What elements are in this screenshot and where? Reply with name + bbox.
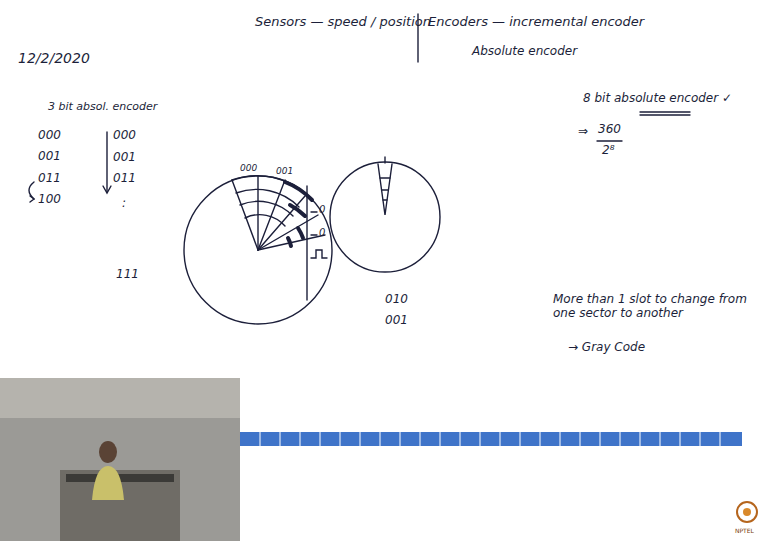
code-value: 011 — [38, 171, 61, 185]
formula-value: 2⁸ — [602, 143, 614, 157]
logo-text: NPTEL — [735, 527, 754, 534]
sensor-output: 0 — [319, 204, 325, 216]
code-value: 000 — [38, 128, 61, 142]
note: More than 1 slot to change from one sect… — [553, 292, 758, 321]
note: 8 bit absolute encoder ✓ — [583, 91, 732, 105]
sector-code: 000 — [240, 163, 257, 174]
code-value: : — [122, 196, 126, 210]
heading-note: Absolute encoder — [472, 44, 577, 58]
note: → Gray Code — [568, 340, 645, 354]
code-value: 001 — [385, 313, 408, 327]
formula-value: 360 — [598, 122, 621, 136]
heading-note: Sensors — speed / position — [255, 14, 431, 30]
code-value: 011 — [113, 171, 136, 185]
note: ⇒ — [578, 124, 588, 138]
code-value: 001 — [38, 149, 61, 163]
code-value: 111 — [116, 267, 139, 281]
code-value: 100 — [38, 192, 61, 206]
sector-code: 001 — [276, 166, 293, 177]
table-heading: 3 bit absol. encoder — [48, 100, 157, 113]
date-note: 12/2/2020 — [18, 50, 90, 67]
code-value: 001 — [113, 150, 136, 164]
sensor-output: 0 — [319, 227, 325, 239]
code-value: 010 — [385, 292, 408, 306]
code-value: 000 — [113, 128, 136, 142]
heading-note: Encoders — incremental encoder — [428, 14, 644, 30]
